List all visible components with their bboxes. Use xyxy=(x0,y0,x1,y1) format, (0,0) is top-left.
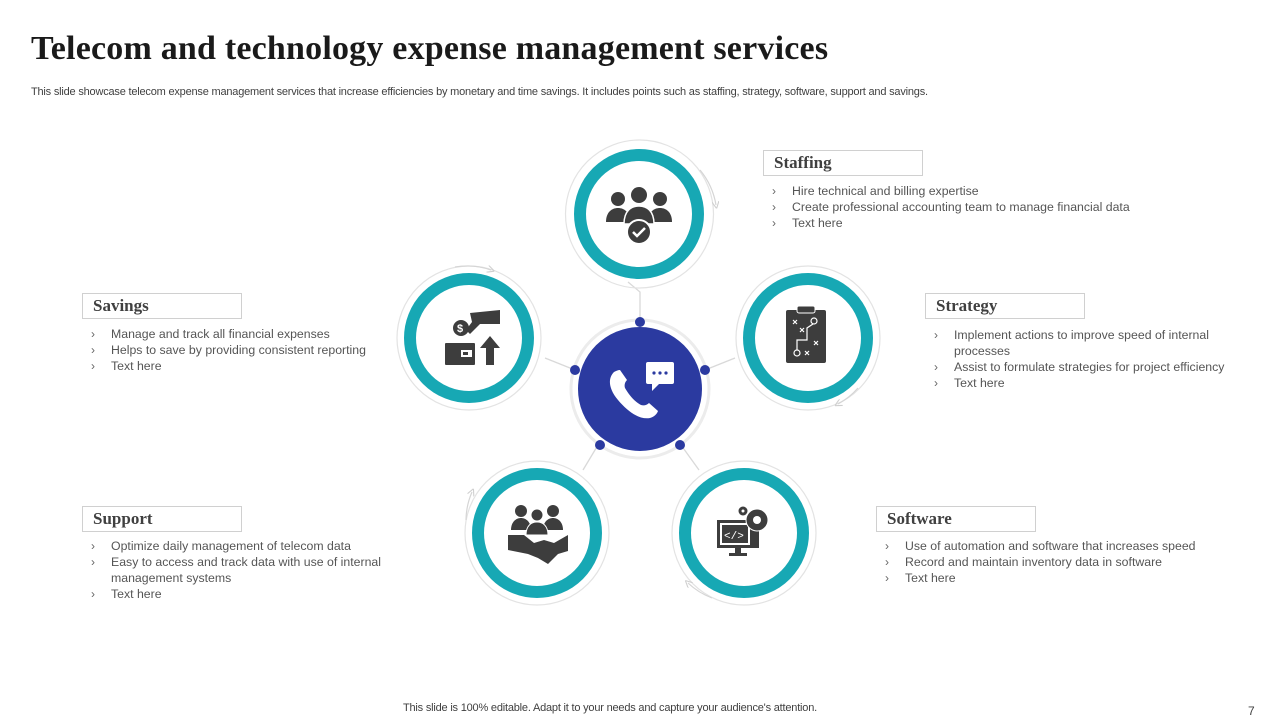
list-item: Text here xyxy=(885,570,1245,586)
svg-text:</>: </> xyxy=(724,531,744,543)
savings-title: Savings xyxy=(93,296,149,315)
software-title: Software xyxy=(887,509,952,528)
chat-bubble-icon xyxy=(646,362,674,391)
software-node: </> xyxy=(671,460,817,606)
support-title: Support xyxy=(93,509,153,528)
svg-text:$: $ xyxy=(457,323,463,335)
list-item: Text here xyxy=(934,375,1254,391)
connector-lines xyxy=(544,281,736,471)
list-item: Optimize daily management of telecom dat… xyxy=(91,538,411,554)
strategy-points: Implement actions to improve speed of in… xyxy=(934,327,1254,391)
staffing-node xyxy=(564,139,716,289)
page-subtitle: This slide showcase telecom expense mana… xyxy=(31,86,928,98)
staffing-title-box: Staffing xyxy=(763,150,923,176)
staffing-title: Staffing xyxy=(774,153,832,172)
list-item: Create professional accounting team to m… xyxy=(772,199,1192,215)
phone-icon xyxy=(609,370,658,419)
savings-node: $ xyxy=(396,265,542,411)
list-item: Record and maintain inventory data in so… xyxy=(885,554,1245,570)
savings-points: Manage and track all financial expenses … xyxy=(91,326,401,374)
list-item: Implement actions to improve speed of in… xyxy=(934,327,1254,359)
support-node xyxy=(464,460,610,606)
list-item: Text here xyxy=(772,215,1192,231)
clipboard-strategy-icon xyxy=(786,305,826,363)
list-item: Assist to formulate strategies for proje… xyxy=(934,359,1254,375)
strategy-title-box: Strategy xyxy=(925,293,1085,319)
list-item: Text here xyxy=(91,358,401,374)
team-check-icon xyxy=(606,186,672,245)
strategy-title: Strategy xyxy=(936,296,998,315)
wallet-coin-growth-icon: $ xyxy=(445,310,500,365)
page-number: 7 xyxy=(1248,704,1255,718)
software-points: Use of automation and software that incr… xyxy=(885,538,1245,586)
strategy-node xyxy=(735,265,881,411)
software-title-box: Software xyxy=(876,506,1036,532)
list-item: Helps to save by providing consistent re… xyxy=(91,342,401,358)
center-hub xyxy=(569,317,711,460)
code-monitor-gear-icon: </> xyxy=(717,506,769,556)
list-item: Manage and track all financial expenses xyxy=(91,326,401,342)
support-points: Optimize daily management of telecom dat… xyxy=(91,538,411,602)
list-item: Easy to access and track data with use o… xyxy=(91,554,411,586)
list-item: Hire technical and billing expertise xyxy=(772,183,1192,199)
page-title: Telecom and technology expense managemen… xyxy=(31,30,829,67)
savings-title-box: Savings xyxy=(82,293,242,319)
footer-note: This slide is 100% editable. Adapt it to… xyxy=(403,702,817,714)
support-title-box: Support xyxy=(82,506,242,532)
list-item: Text here xyxy=(91,586,411,602)
staffing-points: Hire technical and billing expertise Cre… xyxy=(772,183,1192,231)
team-handshake-icon xyxy=(508,505,568,564)
list-item: Use of automation and software that incr… xyxy=(885,538,1245,554)
